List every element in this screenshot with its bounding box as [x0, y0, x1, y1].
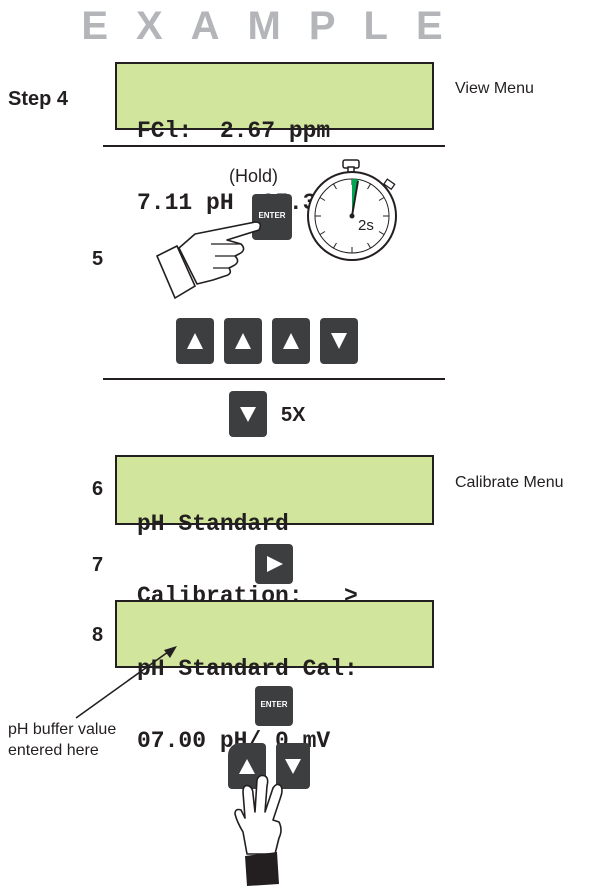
lcd-line-1: pH Standard: [137, 511, 289, 537]
hand-pressing-icon: [234, 774, 283, 886]
enter-key-label: ENTER: [260, 700, 288, 709]
annotation-text: pH buffer value entered here: [8, 719, 116, 761]
step-5-label: 5: [92, 248, 104, 270]
example-watermark: EXAMPLE: [81, 4, 471, 48]
hold-label: (Hold): [229, 166, 279, 186]
enter-key-label: ENTER: [258, 211, 286, 220]
up-arrow-key[interactable]: [176, 318, 214, 364]
divider-line: [103, 145, 445, 147]
timer-label: 2s: [358, 217, 374, 234]
right-arrow-icon: [267, 556, 283, 572]
step-4-label: Step 4: [8, 88, 69, 110]
enter-key[interactable]: ENTER: [252, 194, 292, 240]
lcd-view-screen: FCl: 2.67 ppm 7.11 pH 25.3°C: [115, 62, 434, 215]
step-6-label: 6: [92, 478, 104, 500]
lcd-calibrate-screen: pH Standard Calibration: >: [115, 455, 434, 608]
repeat-count: 5X: [281, 404, 306, 426]
annotation-arrow: [75, 646, 177, 719]
lcd-line-1: FCl: 2.67 ppm: [137, 118, 331, 144]
step-7-label: 7: [92, 554, 104, 576]
step-8-label: 8: [92, 624, 104, 646]
up-arrow-icon: [235, 333, 251, 349]
down-arrow-icon: [285, 759, 301, 774]
calibrate-menu-label: Calibrate Menu: [455, 474, 564, 491]
up-arrow-icon: [239, 759, 255, 774]
view-menu-label: View Menu: [455, 80, 534, 97]
down-arrow-key[interactable]: [320, 318, 358, 364]
lcd-line-1: pH Standard Cal:: [137, 656, 358, 682]
lcd-cal-entry-screen: pH Standard Cal: 07.00 pH/ 0 mV: [115, 600, 434, 753]
enter-key[interactable]: ENTER: [255, 686, 293, 726]
up-arrow-icon: [283, 333, 299, 349]
arrow-sequence: [176, 318, 368, 364]
down-arrow-key[interactable]: [229, 391, 267, 437]
pointing-hand-icon: [155, 221, 262, 300]
down-arrow-icon: [240, 407, 256, 422]
annotation-line-2: entered here: [8, 742, 99, 759]
up-arrow-key[interactable]: [272, 318, 310, 364]
up-arrow-icon: [187, 333, 203, 349]
down-arrow-icon: [331, 333, 347, 349]
down-arrow-key[interactable]: [276, 743, 310, 789]
annotation-line-1: pH buffer value: [8, 721, 117, 738]
stopwatch-icon: 2s: [307, 159, 397, 261]
divider-line: [103, 378, 445, 380]
up-arrow-key[interactable]: [224, 318, 262, 364]
right-arrow-key[interactable]: [255, 544, 293, 584]
